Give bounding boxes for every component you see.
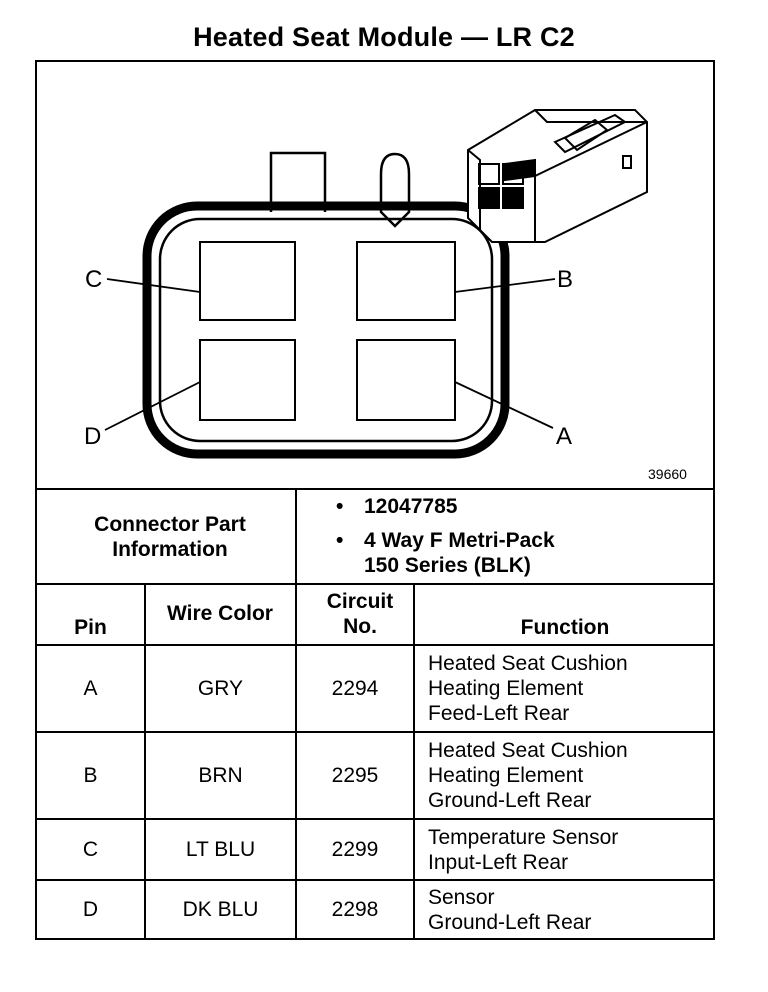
cell-function: Sensor Ground-Left Rear	[428, 885, 592, 934]
divider	[295, 488, 297, 940]
cell-wire-color: LT BLU	[185, 838, 256, 861]
connector-face	[104, 151, 556, 459]
page-title: Heated Seat Module — LR C2	[193, 22, 575, 52]
cell-function: Heated Seat Cushion Heating Element Feed…	[428, 652, 628, 725]
figure-number: 39660	[648, 466, 687, 482]
header-function: Function	[520, 616, 610, 639]
connector-info-item: • 4 Way F Metri-Pack 150 Series (BLK)	[336, 529, 555, 577]
cell-circuit: 2299	[331, 838, 379, 861]
cell-pin: C	[82, 838, 99, 861]
pin-label-b: B	[557, 266, 573, 293]
mating-connector-icon	[467, 109, 648, 243]
pin-labels: C B D A	[84, 266, 573, 450]
divider	[35, 644, 715, 646]
pin-label-a: A	[556, 423, 572, 450]
cell-pin: B	[83, 764, 98, 787]
cell-pin: A	[83, 677, 98, 700]
connector-info-list: • 12047785 • 4 Way F Metri-Pack 150 Seri…	[336, 494, 555, 578]
header-circuit-no: Circuit No.	[326, 589, 394, 638]
divider	[144, 583, 146, 940]
divider	[35, 583, 715, 585]
cell-wire-color: BRN	[198, 764, 243, 787]
connector-info-label: Connector Part Information	[94, 512, 246, 561]
divider	[35, 879, 715, 881]
divider	[35, 488, 715, 490]
cell-circuit: 2295	[331, 764, 379, 787]
cell-wire-color: GRY	[197, 677, 244, 700]
cell-pin: D	[82, 898, 99, 921]
cell-wire-color: DK BLU	[182, 898, 259, 921]
divider	[35, 818, 715, 820]
cell-function: Temperature Sensor Input-Left Rear	[428, 825, 619, 874]
diagram-frame	[35, 60, 715, 940]
cell-circuit: 2294	[331, 677, 379, 700]
divider	[35, 731, 715, 733]
header-pin: Pin	[74, 616, 107, 639]
cell-circuit: 2298	[331, 898, 379, 921]
cell-function: Heated Seat Cushion Heating Element Grou…	[428, 739, 628, 812]
connector-diagram: C B D A	[84, 109, 648, 459]
pin-label-c: C	[85, 266, 102, 293]
header-wire-color: Wire Color	[167, 602, 273, 625]
pin-label-d: D	[84, 423, 101, 450]
connector-info-item: • 12047785	[336, 495, 458, 518]
divider	[413, 583, 415, 940]
